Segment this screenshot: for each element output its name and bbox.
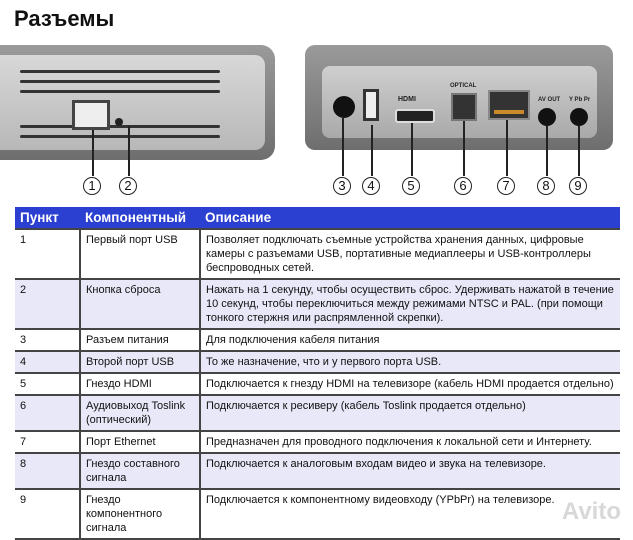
callout: 3 bbox=[333, 177, 351, 195]
cell-item: 4 bbox=[15, 350, 80, 373]
cell-item: 1 bbox=[15, 228, 80, 279]
callout: 2 bbox=[119, 177, 137, 195]
hdmi-label: HDMI bbox=[398, 96, 416, 103]
header-item: Пункт bbox=[15, 207, 80, 229]
cell-item: 3 bbox=[15, 328, 80, 351]
cell-description: Нажать на 1 секунду, чтобы осуществить с… bbox=[199, 278, 620, 329]
cell-description: Подключается к ресиверу (кабель Toslink … bbox=[199, 394, 620, 431]
cell-item: 7 bbox=[15, 430, 80, 453]
page-title: Разъемы bbox=[14, 6, 115, 31]
cell-component: Разъем питания bbox=[79, 328, 200, 351]
ethernet-port bbox=[488, 90, 530, 120]
cell-component: Гнездо HDMI bbox=[79, 372, 200, 395]
ypbpr-jack bbox=[570, 108, 588, 126]
cell-item: 5 bbox=[15, 372, 80, 395]
cell-component: Гнездо составного сигнала bbox=[79, 452, 200, 489]
cell-description: Позволяет подключать съемные устройства … bbox=[199, 228, 620, 279]
cell-item: 6 bbox=[15, 394, 80, 431]
hdmi-port bbox=[395, 109, 435, 123]
cell-component: Кнопка сброса bbox=[79, 278, 200, 329]
cell-description: Подключается к гнезду HDMI на телевизоре… bbox=[199, 372, 620, 395]
header-component: Компонентный bbox=[80, 207, 200, 229]
cell-description: То же назначение, что и у первого порта … bbox=[199, 350, 620, 373]
usb-port-back bbox=[363, 89, 379, 121]
callout: 1 bbox=[83, 177, 101, 195]
avito-watermark: Avito bbox=[561, 498, 621, 525]
av-out-label: AV OUT bbox=[538, 97, 561, 103]
callout: 8 bbox=[537, 177, 555, 195]
cell-item: 2 bbox=[15, 278, 80, 329]
optical-label: OPTICAL bbox=[450, 83, 477, 89]
header-description: Описание bbox=[200, 207, 620, 229]
callout: 4 bbox=[362, 177, 380, 195]
cell-component: Аудиовыход Toslink (оптический) bbox=[79, 394, 200, 431]
cell-description: Подключается к аналоговым входам видео и… bbox=[199, 452, 620, 489]
callout: 6 bbox=[454, 177, 472, 195]
cell-description: Предназначен для проводного подключения … bbox=[199, 430, 620, 453]
cell-description: Для подключения кабеля питания bbox=[199, 328, 620, 351]
cell-description: Подключается к компонентному видеовходу … bbox=[199, 488, 620, 540]
cell-component: Второй порт USB bbox=[79, 350, 200, 373]
cell-component: Гнездо компонентного сигнала bbox=[79, 488, 200, 540]
cell-component: Порт Ethernet bbox=[79, 430, 200, 453]
callout: 7 bbox=[497, 177, 515, 195]
callout: 9 bbox=[569, 177, 587, 195]
reset-button bbox=[115, 118, 123, 126]
optical-port bbox=[451, 93, 477, 121]
cell-item: 9 bbox=[15, 488, 80, 540]
cell-component: Первый порт USB bbox=[79, 228, 200, 279]
cell-item: 8 bbox=[15, 452, 80, 489]
ypbpr-label: Y Pb Pr bbox=[569, 97, 591, 103]
power-jack bbox=[333, 96, 355, 118]
av-out-jack bbox=[538, 108, 556, 126]
usb-port-front bbox=[72, 100, 110, 130]
callout: 5 bbox=[402, 177, 420, 195]
